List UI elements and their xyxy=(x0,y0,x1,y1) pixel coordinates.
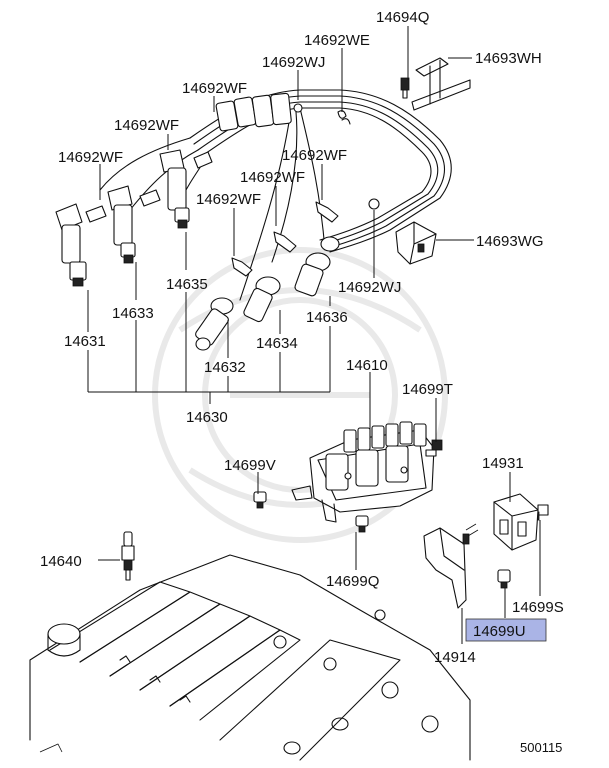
label-14699V[interactable]: 14699V xyxy=(224,457,276,474)
label-14693WG[interactable]: 14693WG xyxy=(476,233,544,250)
label-14931[interactable]: 14931 xyxy=(482,455,524,472)
highlight-box-14699U xyxy=(465,618,547,642)
cable-boot-cluster[interactable] xyxy=(215,92,292,132)
cable-clamps[interactable] xyxy=(85,103,380,277)
power-transistor-14931[interactable] xyxy=(493,493,539,551)
label-14630[interactable]: 14630 xyxy=(186,409,228,426)
label-14692WF-6[interactable]: 14692WF xyxy=(196,191,261,208)
engine-block xyxy=(29,554,471,761)
spark-plug-14640[interactable] xyxy=(121,531,135,581)
spark-plug-cable-14635[interactable] xyxy=(159,149,190,229)
label-14692WE[interactable]: 14692WE xyxy=(304,32,370,49)
label-14694Q[interactable]: 14694Q xyxy=(376,9,429,26)
diagram-code: 500115 xyxy=(520,740,562,755)
part-labels: 14694Q 14692WE 14693WH 14692WJ 14692WF 1… xyxy=(40,9,564,755)
leader-lines xyxy=(87,26,541,644)
label-14632[interactable]: 14632 xyxy=(204,359,246,376)
label-14640[interactable]: 14640 xyxy=(40,553,82,570)
spark-plug-cable-14632[interactable] xyxy=(194,297,234,351)
label-14699T[interactable]: 14699T xyxy=(402,381,453,398)
label-14692WF-2[interactable]: 14692WF xyxy=(114,117,179,134)
label-14634[interactable]: 14634 xyxy=(256,335,298,352)
label-14635[interactable]: 14635 xyxy=(166,276,208,293)
label-14692WF-4[interactable]: 14692WF xyxy=(282,147,347,164)
spark-plug-cable-14634[interactable] xyxy=(243,276,281,323)
spark-plug-cable-14631[interactable] xyxy=(55,203,87,287)
label-14633[interactable]: 14633 xyxy=(112,305,154,322)
ignition-coil-14610[interactable] xyxy=(291,421,435,523)
label-14699S[interactable]: 14699S xyxy=(512,599,564,616)
label-14699Q[interactable]: 14699Q xyxy=(326,573,379,590)
bracket-14693WG[interactable] xyxy=(395,221,437,265)
label-14610[interactable]: 14610 xyxy=(346,357,388,374)
bracket-14693WH[interactable] xyxy=(400,57,471,111)
label-14692WF-5[interactable]: 14692WF xyxy=(240,169,305,186)
bracket-14914[interactable] xyxy=(423,523,479,609)
label-14692WF-1[interactable]: 14692WF xyxy=(182,80,247,97)
bolt-14699T[interactable] xyxy=(425,439,443,457)
bolt-14699Q[interactable] xyxy=(355,515,369,533)
label-14699U[interactable]: 14699U xyxy=(473,623,526,640)
label-14636[interactable]: 14636 xyxy=(306,309,348,326)
bolt-14699V[interactable] xyxy=(253,491,267,509)
label-14631[interactable]: 14631 xyxy=(64,333,106,350)
spark-plug-cable-14633[interactable] xyxy=(107,185,136,264)
label-14914[interactable]: 14914 xyxy=(434,649,476,666)
label-14692WJ-mid[interactable]: 14692WJ xyxy=(338,279,401,296)
bolt-14699U[interactable] xyxy=(497,569,511,589)
label-14692WJ-top[interactable]: 14692WJ xyxy=(262,54,325,71)
label-14692WF-3[interactable]: 14692WF xyxy=(58,149,123,166)
spark-plug-cable-14636[interactable] xyxy=(294,236,340,297)
label-14693WH[interactable]: 14693WH xyxy=(475,50,542,67)
